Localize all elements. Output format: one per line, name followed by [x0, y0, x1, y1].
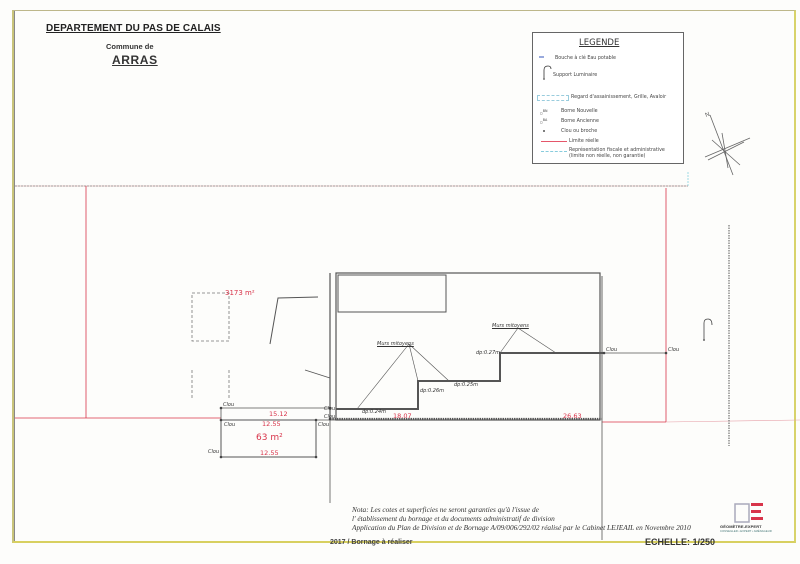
note-line-3: Application du Plan de Division et de Bo…	[352, 523, 691, 532]
depth-label: dp:0.26m	[420, 388, 445, 394]
department-title: DEPARTEMENT DU PAS DE CALAIS	[46, 23, 221, 34]
dim-bottom-small: 12.55	[260, 449, 279, 457]
depth-label: dp:0.24m	[362, 409, 387, 415]
new-marker-icon: ▫BN	[540, 109, 548, 116]
city-title: ARRAS	[112, 53, 158, 67]
logo-subtext: CONSEILLER • EXPERT • AMÉNAGEUR	[720, 529, 772, 533]
legend-item-bn: Borne Nouvelle	[561, 109, 598, 114]
nail-label: Clou	[668, 347, 680, 353]
legend-item-drain: Regard d'assainissement, Grille, Avaloir	[571, 95, 667, 100]
svg-text:N: N	[705, 112, 711, 119]
dim-front-right: 26.63	[563, 412, 582, 420]
project-reference: 2017 / Bornage à réaliser	[330, 539, 413, 546]
nail-label: Clou	[324, 414, 336, 420]
note-line-2: l' établissement du bornage et du docume…	[352, 514, 555, 523]
north-arrow-icon: N	[705, 112, 751, 176]
legend-item-water: Bouche à clé Eau potable	[555, 56, 616, 61]
drain-grate-icon	[537, 95, 569, 101]
legend-item-fiscal: Représentation fiscale et administrative	[569, 148, 665, 153]
dim-mid-small: 12.55	[262, 420, 281, 428]
nail-label: Clou	[324, 406, 336, 412]
shared-walls-label: Murs mitoyens	[492, 323, 529, 329]
legend-item-ba: Borne Ancienne	[561, 119, 599, 124]
area-small-label: 63 m²	[256, 433, 283, 443]
legend-item-fiscal-note: (limite non réelle, non garantie)	[569, 154, 646, 159]
dim-front: 18.07	[393, 412, 412, 420]
scale-label: ECHELLE: 1/250	[645, 537, 716, 547]
sheet-frame	[12, 10, 796, 543]
lamp-post-icon	[543, 65, 552, 80]
legend-item-nail: Clou ou broche	[561, 129, 598, 134]
nail-label: Clou	[208, 449, 220, 455]
old-marker-icon: ▫BA	[540, 118, 548, 125]
nail-label: Clou	[224, 422, 236, 428]
surveyor-logo-icon	[734, 503, 763, 523]
legend-box: LEGENDE Bouche à clé Eau potable Support…	[532, 32, 684, 164]
nail-icon	[543, 130, 545, 132]
area-main-label: 3173 m²	[225, 289, 255, 297]
shared-walls-label: Murs mitoyens	[377, 341, 414, 347]
legend-item-real-limit: Limite réelle	[569, 139, 599, 144]
nail-label: Clou	[223, 402, 235, 408]
nail-label: Clou	[606, 347, 618, 353]
legend-item-lamp: Support Luminaire	[553, 73, 598, 78]
logo-text: GÉOMÈTRE-EXPERT	[720, 524, 762, 529]
legend-title: LEGENDE	[579, 38, 620, 48]
water-valve-icon	[539, 56, 544, 58]
dim-top-small: 15.12	[269, 410, 288, 418]
disclaimer-note: Nota: Les cotes et superficies ne seront…	[352, 505, 691, 532]
depth-label: dp:0.27m	[476, 350, 501, 356]
fiscal-limit-line-icon	[541, 151, 567, 152]
real-limit-line-icon	[541, 141, 567, 142]
depth-label: dp:0.25m	[454, 382, 479, 388]
nail-label: Clou	[318, 422, 330, 428]
note-line-1: Nota: Les cotes et superficies ne seront…	[352, 505, 539, 514]
commune-label: Commune de	[106, 42, 154, 51]
